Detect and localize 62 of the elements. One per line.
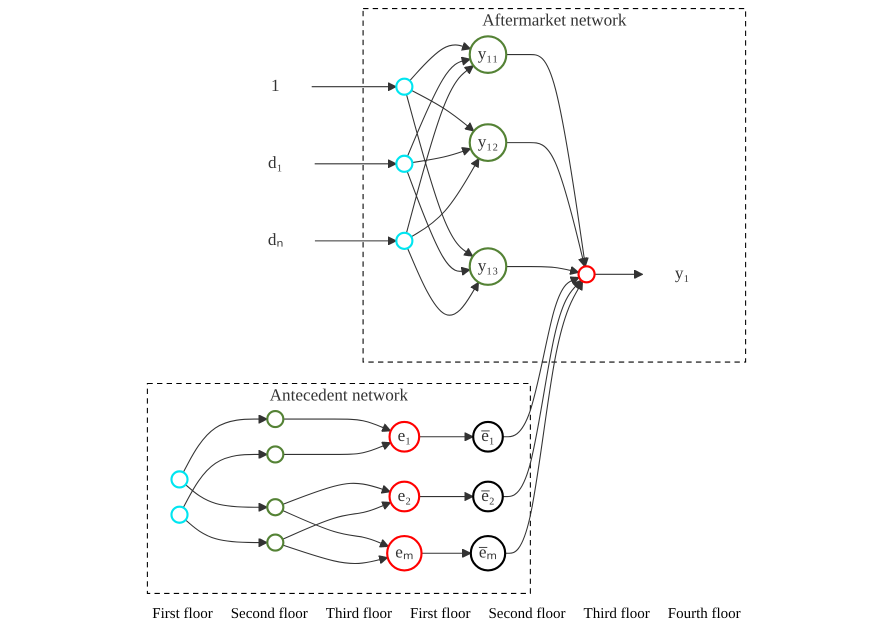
arrow	[282, 482, 391, 505]
arrow	[282, 544, 388, 564]
arrow	[505, 280, 584, 554]
arrow	[594, 270, 644, 280]
node-circle: y₁₂	[468, 123, 508, 162]
node-circle: e̅₂	[472, 480, 504, 512]
arrow	[406, 65, 474, 234]
node-text: d₁	[268, 154, 283, 172]
node-circle	[266, 410, 284, 428]
node-circle	[266, 498, 284, 516]
arrow	[406, 94, 474, 257]
arrow	[419, 432, 474, 442]
arrow	[182, 450, 268, 508]
layer-label: First floor	[410, 606, 470, 623]
node-circle: e₂	[388, 480, 420, 512]
arrow	[182, 414, 268, 473]
arrow	[282, 510, 389, 548]
arrow	[406, 56, 471, 157]
arrow	[502, 276, 580, 438]
arrow	[506, 54, 589, 267]
arrow	[314, 236, 397, 246]
node-circle	[395, 154, 414, 173]
node-circle	[577, 265, 596, 284]
layer-label: Fourth floor	[668, 606, 741, 623]
layer-label: First floor	[152, 606, 213, 623]
layer-label: Second floor	[230, 606, 308, 623]
arrow	[419, 492, 474, 502]
node-text: y₁	[674, 264, 690, 283]
layer-label: Third floor	[584, 606, 650, 623]
node-circle: eₘ	[386, 535, 423, 572]
node-circle	[170, 470, 189, 488]
arrow	[406, 171, 470, 276]
node-circle	[170, 506, 189, 524]
layer-label: Second floor	[488, 606, 566, 623]
arrow	[411, 158, 480, 238]
arrow	[407, 248, 480, 316]
node-circle	[266, 533, 284, 552]
arrow	[422, 548, 472, 558]
node-circle: y₁₃	[468, 247, 508, 286]
node-circle: e₁	[388, 420, 420, 453]
node-circle	[266, 445, 284, 464]
node-circle: e̅₁	[472, 420, 504, 453]
node-text: 1	[271, 77, 280, 96]
node-circle	[395, 232, 414, 250]
layer-label: Third floor	[326, 606, 392, 623]
arrow	[314, 159, 397, 168]
node-circle: e̅ₘ	[470, 535, 506, 572]
arrow	[411, 90, 474, 132]
arrow	[506, 142, 588, 267]
arrow	[412, 146, 472, 164]
node-text: dₙ	[268, 231, 283, 250]
arrow	[283, 418, 392, 432]
arrow	[502, 280, 582, 498]
arrow	[506, 266, 580, 275]
node-circle	[395, 78, 414, 96]
arrow	[312, 82, 397, 92]
arrow	[185, 520, 268, 548]
arrow	[283, 442, 392, 455]
arrow	[185, 484, 268, 512]
arrow	[282, 501, 392, 540]
node-circle: y₁₁	[468, 35, 508, 74]
arrow	[409, 42, 472, 82]
